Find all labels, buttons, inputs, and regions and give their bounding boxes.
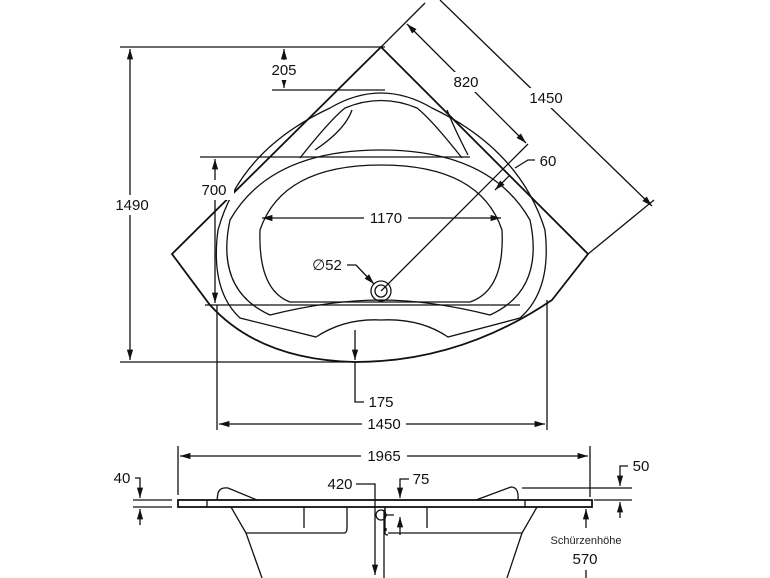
dim-rim-label: 60 [540,153,557,170]
dim-drain-diagonal-label: 820 [453,74,478,91]
basin-inner [259,164,503,303]
drain-icon [370,280,392,302]
dim-inner-width-label: 1170 [370,210,402,227]
dim-front-offset-label: 175 [368,394,393,411]
basin-outer [226,149,534,316]
headrest-right [475,486,519,501]
dim-side-length-label: 1450 [529,90,562,107]
seat-inner [314,109,469,156]
dim-headrest-label: 50 [633,458,650,475]
dim-tub-depth-label: 420 [327,476,352,493]
overflow-icon [375,509,387,521]
apron-height-value: 570 [572,551,597,568]
dim-rim-height-label: 40 [114,470,131,487]
dim-height-label: 1490 [115,197,148,214]
dim-drain-diameter-label: ∅52 [312,257,342,274]
headrest-left [216,487,258,501]
side-view: 1965 40 420 75 50 Schürzenhöh [114,446,650,578]
dim-seat-depth-label: 205 [271,62,296,79]
dim-drain-offset-label: 75 [413,471,430,488]
top-view: 1490 205 700 1170 ∅52 60 820 1450 [110,0,655,434]
rim-profile [177,499,593,508]
dim-inner-depth-label: 700 [201,182,226,199]
dim-width-label: 1450 [367,416,400,433]
apron-height-caption: Schürzenhöhe [551,535,622,547]
dim-overall-length-label: 1965 [367,448,400,465]
